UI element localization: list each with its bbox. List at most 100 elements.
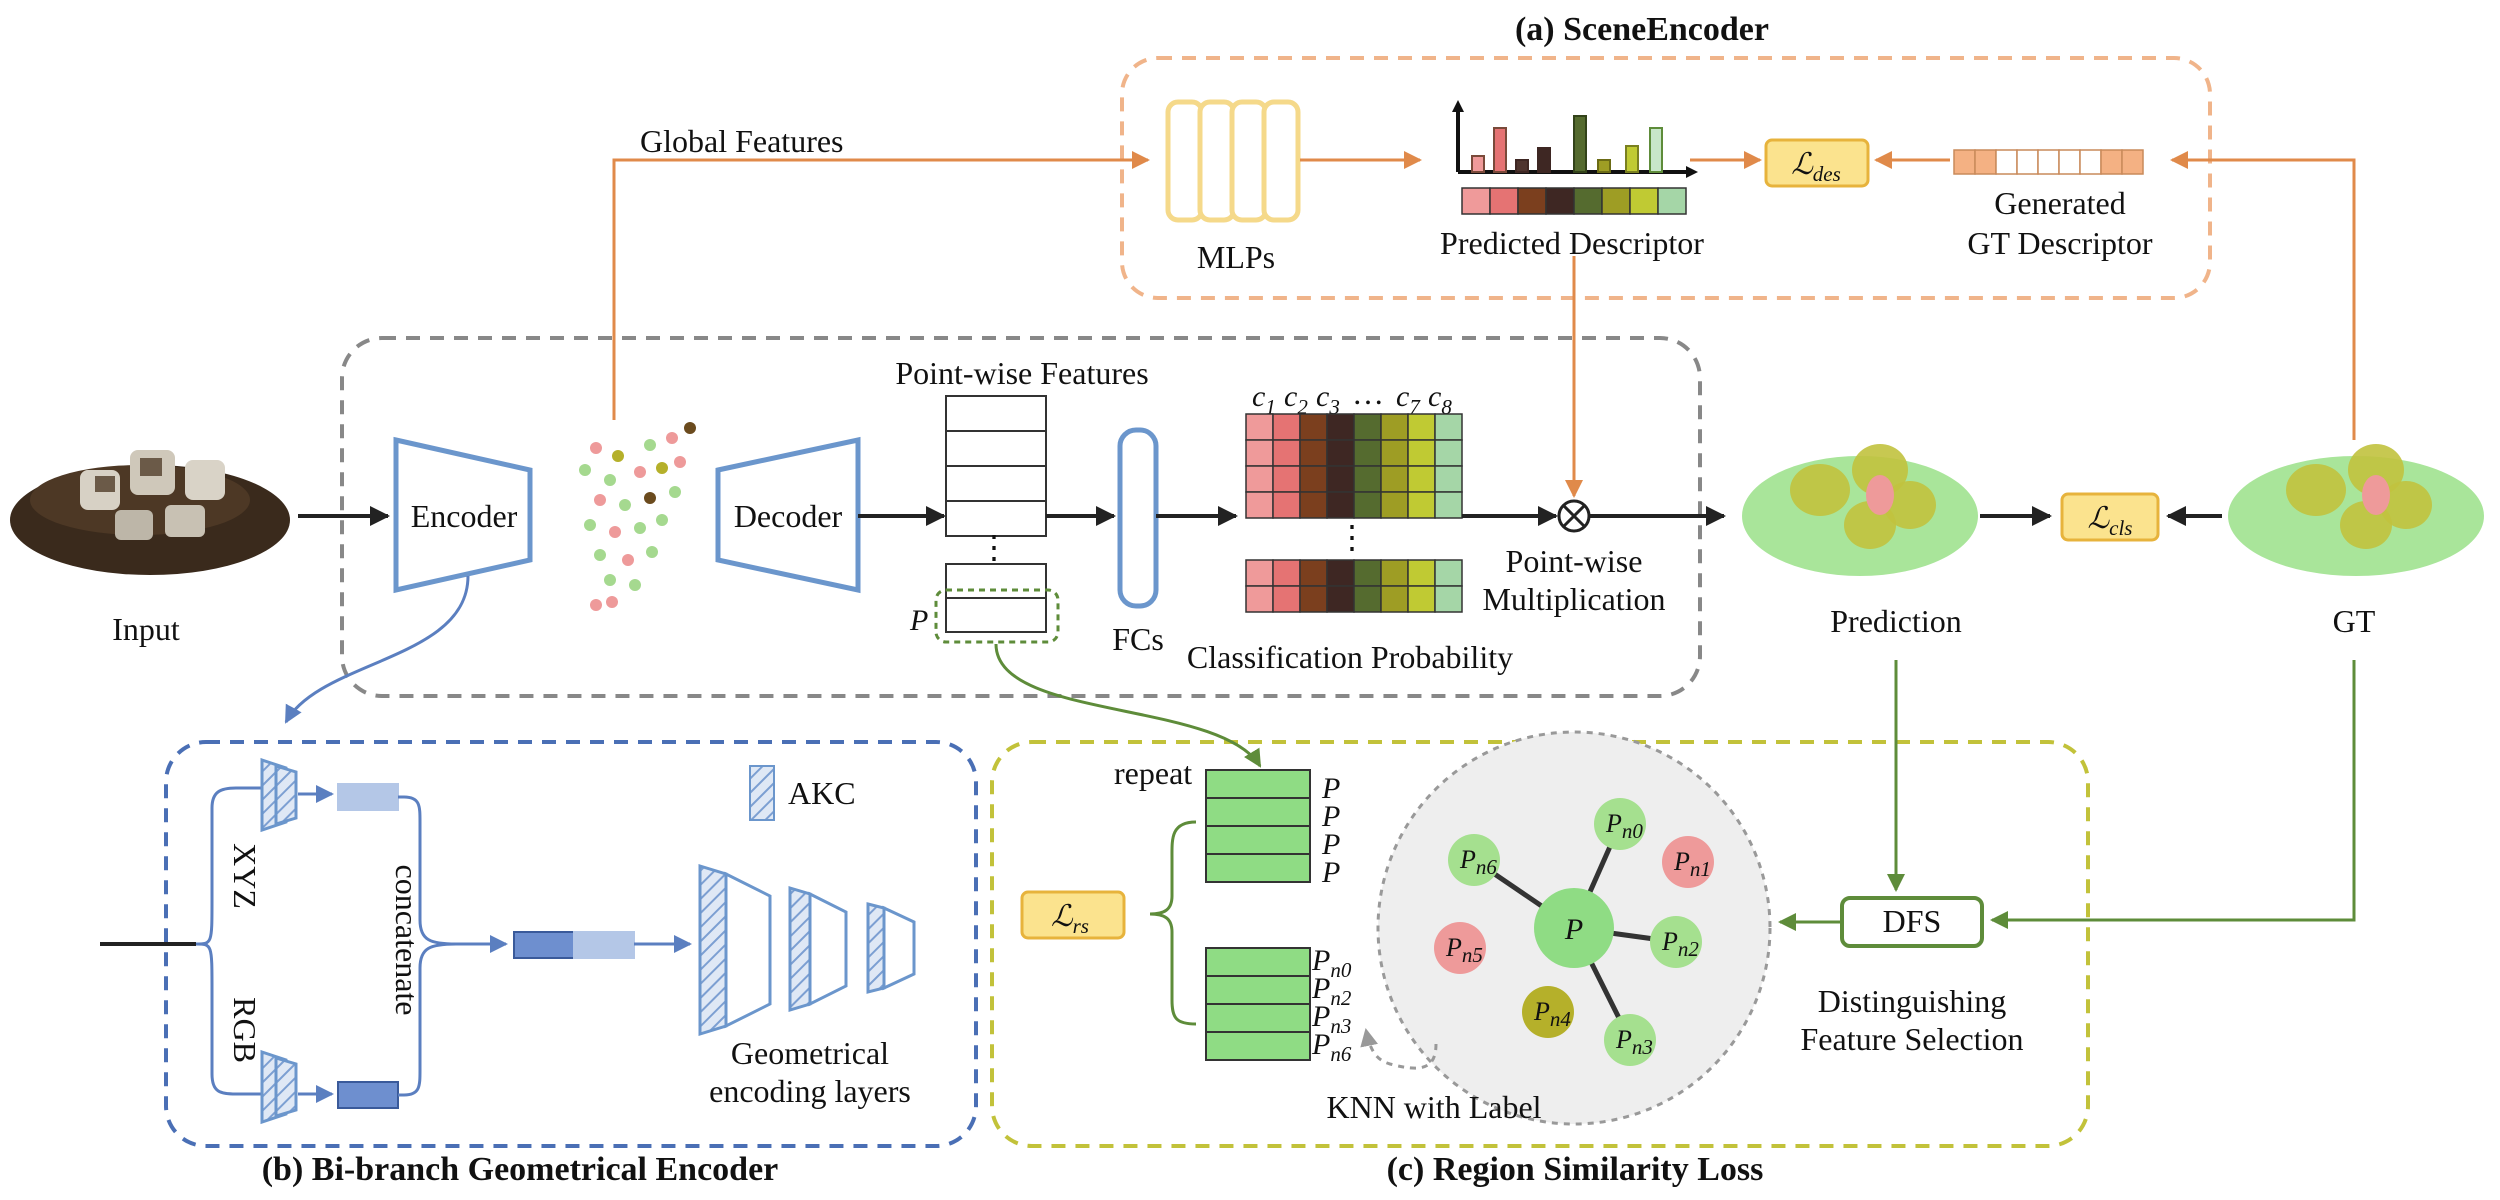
dfs-label: DFS <box>1883 903 1942 939</box>
knn-node-n2 <box>1650 916 1702 968</box>
prob-top-cell <box>1299 465 1328 493</box>
prob-bottom-cell <box>1299 559 1328 587</box>
dfs-desc-2: Feature Selection <box>1800 1021 2023 1057</box>
selected-point-highlight <box>934 588 1060 644</box>
prob-top-cell <box>1326 439 1355 467</box>
encoder-label: Encoder <box>411 498 518 534</box>
pointwise-mult-label-1: Point-wise <box>1506 543 1643 579</box>
loss-des-box <box>1764 138 1870 188</box>
descriptor-cell <box>1517 187 1547 215</box>
akc-legend-icon <box>749 765 775 821</box>
knn-node-label: Pn2 <box>1661 927 1699 961</box>
gt-descriptor-cell <box>1974 149 1997 175</box>
global-features-label: Global Features <box>640 123 844 159</box>
rgb-label: RGB <box>227 997 263 1063</box>
class-label-c7: c7 <box>1396 380 1421 419</box>
gt-descriptor-cell <box>2121 149 2144 175</box>
xyz-akc-block <box>260 757 298 833</box>
prob-top-cell <box>1380 491 1409 519</box>
prob-top-cell <box>1380 413 1409 441</box>
gt-descriptor-cell <box>2079 149 2102 175</box>
geo-encoding-label-2: encoding layers <box>709 1073 911 1109</box>
prob-bottom-cell <box>1326 559 1355 587</box>
predicted-descriptor-label: Predicted Descriptor <box>1440 225 1704 261</box>
prob-top-cell <box>1245 413 1274 441</box>
descriptor-cell <box>1601 187 1631 215</box>
class-label-c1: c1 <box>1252 380 1276 419</box>
rgb-feature <box>337 1081 399 1109</box>
xyz-feature <box>337 783 399 811</box>
prob-top-cell <box>1245 491 1274 519</box>
fcs-label: FCs <box>1112 621 1164 657</box>
descriptor-cell <box>1461 187 1491 215</box>
prob-top-cell <box>1380 465 1409 493</box>
loss-des-label: ℒdes <box>1791 148 1841 186</box>
prob-top-cell <box>1407 491 1436 519</box>
gt-descriptor-label-1: Generated <box>1994 185 2125 221</box>
prob-top-cell <box>1272 465 1301 493</box>
knn-center-node <box>1534 888 1614 968</box>
scene-encoder-box <box>1120 56 2212 300</box>
classification-grid-top <box>1245 413 1463 519</box>
encoder-block <box>393 436 533 594</box>
knn-node-n6 <box>1448 834 1500 886</box>
decoder-block <box>715 436 861 594</box>
decoder-label: Decoder <box>734 498 843 534</box>
loss-cls-box <box>2060 492 2160 542</box>
descriptor-cell <box>1573 187 1603 215</box>
repeat-row-label: P <box>1321 800 1340 833</box>
class-label-c8: c8 <box>1428 380 1452 419</box>
repeat-row <box>1205 769 1311 799</box>
concat-feature-dark <box>513 931 575 959</box>
neighbor-row-label: Pn3 <box>1311 1000 1351 1038</box>
prob-bottom-cell <box>1272 559 1301 587</box>
neighbor-row <box>1205 947 1311 977</box>
knn-node-label: Pn6 <box>1459 845 1497 879</box>
bi-branch-box <box>164 740 978 1148</box>
neighbor-row <box>1205 1003 1311 1033</box>
descriptor-cell <box>1545 187 1575 215</box>
class-label-c3: c3 <box>1316 380 1340 419</box>
prob-bottom-cell <box>1299 585 1328 613</box>
loss-cls-label: ℒcls <box>2088 502 2133 540</box>
p-label: P <box>909 604 928 637</box>
prob-top-cell <box>1407 465 1436 493</box>
prob-bottom-cell <box>1434 559 1463 587</box>
mlps-block <box>1165 99 1301 223</box>
prob-top-cell <box>1272 491 1301 519</box>
prob-top-cell <box>1353 413 1382 441</box>
prob-top-cell <box>1353 465 1382 493</box>
gt-descriptor-cell <box>2016 149 2039 175</box>
prob-bottom-cell <box>1353 559 1382 587</box>
gt-descriptor-cell <box>2100 149 2123 175</box>
neighbor-row <box>1205 1031 1311 1061</box>
region-similarity-title: (c) Region Similarity Loss <box>1387 1151 1764 1188</box>
knn-node-label: Pn5 <box>1445 933 1483 967</box>
knn-label: KNN with Label <box>1326 1089 1541 1125</box>
prob-bottom-cell <box>1380 559 1409 587</box>
prob-bottom-cell <box>1272 585 1301 613</box>
loss-rs-box <box>1020 890 1126 940</box>
xyz-label: XYZ <box>227 843 263 909</box>
gt-descriptor-cell <box>2037 149 2060 175</box>
prob-top-cell <box>1434 491 1463 519</box>
gt-descriptor-label-2: GT Descriptor <box>1967 225 2152 261</box>
class-label-c2: c2 <box>1284 380 1308 419</box>
pointwise-features-label: Point-wise Features <box>895 355 1148 391</box>
neighbor-row <box>1205 975 1311 1005</box>
knn-node-label: Pn3 <box>1615 1025 1653 1059</box>
gt-pointcloud-image <box>2228 444 2484 576</box>
descriptor-cell <box>1657 187 1687 215</box>
concatenate-label: concatenate <box>389 865 425 1016</box>
grid-dots: ⋮ <box>1336 519 1368 555</box>
prob-top-cell <box>1434 413 1463 441</box>
repeat-stack <box>1205 769 1311 883</box>
scene-encoder-title: (a) SceneEncoder <box>1515 11 1769 48</box>
gt-descriptor-cell <box>2058 149 2081 175</box>
prob-top-cell <box>1299 413 1328 441</box>
knn-node-n5 <box>1434 922 1486 974</box>
repeat-row-label: P <box>1321 856 1340 889</box>
neighbor-stack <box>1205 947 1311 1061</box>
